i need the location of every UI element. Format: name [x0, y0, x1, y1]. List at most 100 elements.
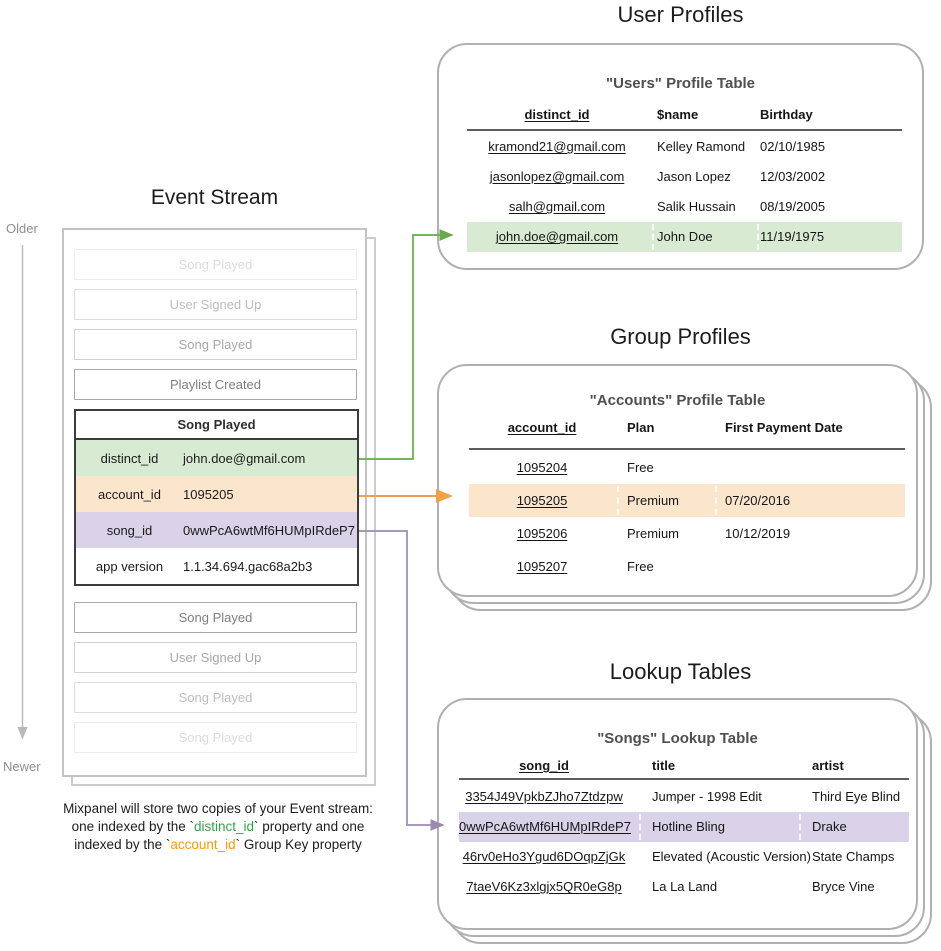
table-row: jasonlopez@gmail.com Jason Lopez 12/03/200… [467, 162, 902, 192]
table-cell: Hotline Bling [652, 819, 725, 834]
user-profiles-title: User Profiles [617, 2, 744, 27]
event-item: User Signed Up [74, 642, 357, 673]
table-cell: Free [627, 559, 654, 574]
table-row: 7taeV6Kz3xlgjx5QR0eG8p La La Land Bryce Vi… [459, 872, 909, 902]
table-cell: 1095206 [516, 526, 568, 541]
table-cell: 08/19/2005 [760, 199, 826, 214]
column-separator [652, 224, 654, 250]
table-cell: salh@gmail.com [508, 199, 606, 214]
event-item: Song Played [74, 329, 357, 360]
column-separator [715, 486, 717, 515]
column-header: distinct_id [524, 107, 590, 122]
caption-line: indexed by the `account_id` Group Key pr… [18, 836, 418, 854]
event-item: Song Played [74, 682, 357, 713]
caption-highlighted-token: account_id [170, 837, 236, 852]
group-profiles-title: Group Profiles [610, 324, 751, 349]
table-cell: Drake [812, 819, 847, 834]
table-row: 3354J49VpkbZJho7Ztdzpw Jumper - 1998 Edit… [459, 782, 909, 812]
table-cell: 02/10/1985 [760, 139, 826, 154]
table-cell: Elevated (Acoustic Version) [652, 849, 811, 864]
songs-lookup-card: "Songs" Lookup Table song_id title artist 3… [437, 698, 918, 930]
column-separator [799, 814, 801, 840]
table-header-rule [459, 778, 909, 780]
caption-highlighted-token: distinct_id [193, 819, 255, 834]
caption-segment: ` Group Key property [235, 837, 362, 852]
column-separator [617, 486, 619, 515]
table-cell: 7taeV6Kz3xlgjx5QR0eG8p [466, 879, 622, 894]
column-header: title [652, 758, 676, 773]
table-cell: Salik Hussain [657, 199, 736, 214]
table-row: salh@gmail.com Salik Hussain 08/19/2005 [467, 192, 902, 222]
table-cell: Free [627, 460, 654, 475]
table-header-rule [467, 129, 902, 131]
caption-segment: Mixpanel will store two copies of your E… [63, 801, 373, 816]
table-cell: John Doe [657, 229, 713, 244]
event-property-key: song_id [106, 522, 153, 538]
table-cell: 3354J49VpkbZJho7Ztdzpw [465, 789, 623, 804]
column-header: artist [812, 758, 844, 773]
event-property-value: 0wwPcA6wtMf6HUMpIRdeP7 [183, 522, 355, 538]
caption-line: Mixpanel will store two copies of your E… [18, 800, 418, 818]
songs-table: song_id title artist 3354J49VpkbZJho7Ztdzpw… [439, 700, 916, 928]
table-cell: La La Land [652, 879, 718, 894]
songs-table-heading: "Songs" Lookup Table [597, 730, 758, 747]
table-cell: Jumper - 1998 Edit [652, 789, 762, 804]
active-event-title: Song Played [76, 411, 357, 440]
event-stream-title: Event Stream [150, 186, 279, 209]
table-cell: jasonlopez@gmail.com [489, 169, 625, 184]
table-cell: State Champs [812, 849, 895, 864]
table-cell: 1095204 [516, 460, 568, 475]
event-property-value: john.doe@gmail.com [183, 450, 306, 466]
timeline-older-label: Older [6, 221, 38, 236]
table-cell: Premium [627, 526, 680, 541]
column-header: Plan [627, 420, 655, 435]
accounts-table-heading: "Accounts" Profile Table [589, 392, 766, 409]
caption-text: Mixpanel will store two copies of your E… [18, 800, 418, 854]
table-cell: Third Eye Blind [812, 789, 901, 804]
timeline-newer-label: Newer [3, 759, 41, 774]
table-cell: Jason Lopez [657, 169, 731, 184]
table-cell: 12/03/2002 [760, 169, 826, 184]
event-item: User Signed Up [74, 289, 357, 320]
table-cell: 07/20/2016 [725, 493, 791, 508]
table-cell: 10/12/2019 [725, 526, 791, 541]
event-item: Song Played [74, 722, 357, 753]
column-header: $name [657, 107, 699, 122]
event-property-value: 1.1.34.694.gac68a2b3 [183, 558, 313, 574]
caption-line: one indexed by the `distinct_id` propert… [18, 818, 418, 836]
table-cell: 11/19/1975 [760, 229, 825, 244]
table-cell: Bryce Vine [812, 879, 875, 894]
table-cell: 46rv0eHo3Ygud6DOqpZjGk [462, 849, 626, 864]
event-property-key: account_id [98, 486, 161, 502]
event-property-row: song_id 0wwPcA6wtMf6HUMpIRdeP7 [76, 512, 357, 548]
event-property-row: app version 1.1.34.694.gac68a2b3 [76, 548, 357, 584]
table-row: 46rv0eHo3Ygud6DOqpZjGk Elevated (Acoustic… [459, 842, 909, 872]
table-cell: Kelley Ramond [657, 139, 746, 154]
event-item: Playlist Created [74, 369, 357, 400]
column-header: First Payment Date [725, 420, 843, 435]
lookup-tables-title: Lookup Tables [609, 659, 752, 684]
table-row: 1095207 Free [469, 550, 905, 583]
table-cell: Premium [627, 493, 680, 508]
caption-segment: ` property and one [254, 819, 365, 834]
column-header: song_id [519, 758, 569, 773]
event-property-key: app version [95, 558, 164, 574]
table-cell: 1095207 [516, 559, 568, 574]
event-item: Song Played [74, 602, 357, 633]
table-cell: 0wwPcA6wtMf6HUMpIRdeP7 [459, 819, 631, 834]
active-event: Song Played distinct_id john.doe@gmail.com… [74, 409, 359, 586]
event-property-key: distinct_id [100, 450, 159, 466]
event-property-row: distinct_id john.doe@gmail.com [76, 440, 357, 476]
table-row: 1095204 Free [469, 451, 905, 484]
event-item: Song Played [74, 249, 357, 280]
